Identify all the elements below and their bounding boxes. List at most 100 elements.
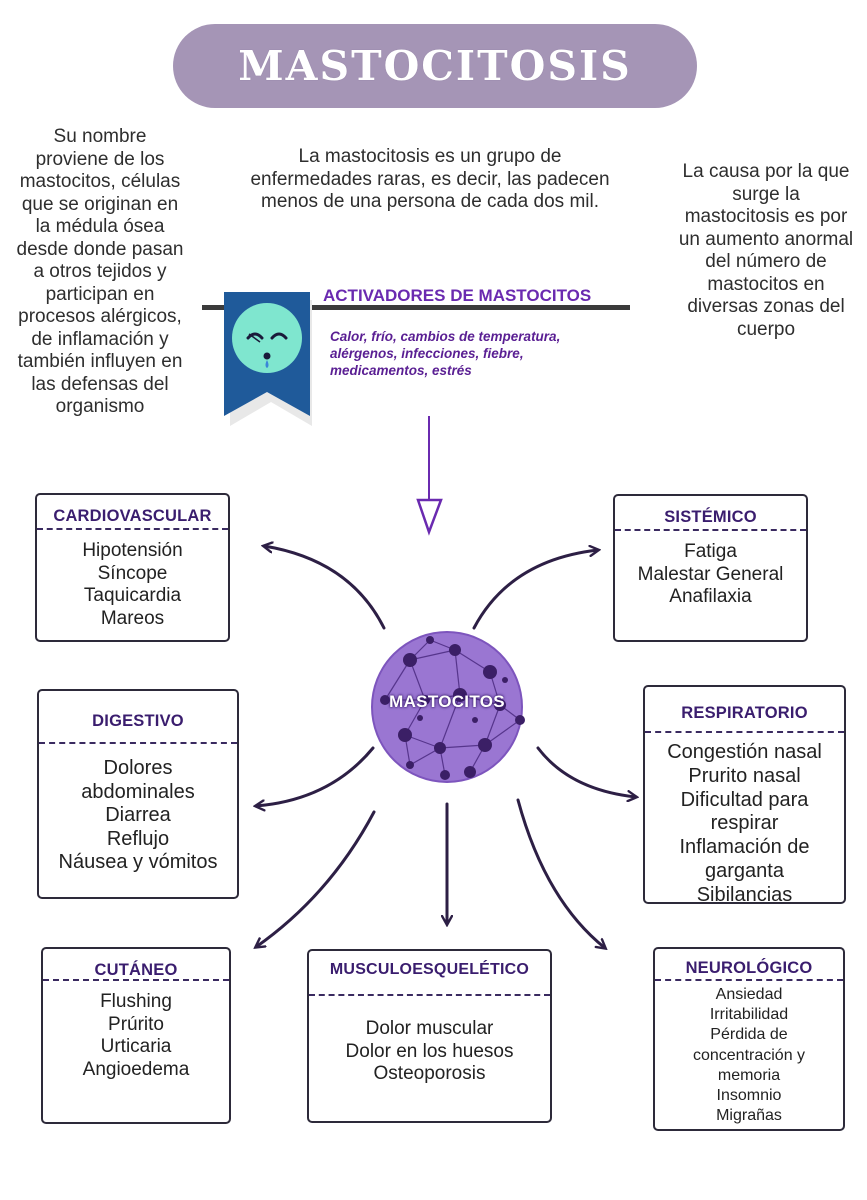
box-item: Prúrito [108, 1013, 164, 1035]
box-title: NEUROLÓGICO [685, 959, 813, 977]
box-item: Mareos [100, 607, 165, 629]
box-item: garganta [705, 859, 784, 882]
box-title: CUTÁNEO [94, 961, 178, 979]
intro-right-text: La causa por la que surge la mastocitosi… [663, 161, 867, 341]
intro-right-line: La causa por la que [682, 161, 850, 182]
box-separator [43, 979, 229, 981]
box-item: Diarrea [105, 804, 171, 826]
intro-center-line: enfermedades raras, es decir, las padece… [250, 168, 610, 190]
intro-left-line: mastocitos, células [19, 171, 181, 192]
arrow-digestivo [256, 746, 375, 806]
box-item: Pérdida de [710, 1026, 788, 1044]
box-sistemico: SISTÉMICO Fatiga Malestar General Anafil… [613, 494, 808, 642]
intro-left-line: organismo [55, 396, 145, 417]
box-item: Irritabilidad [709, 1006, 789, 1024]
box-items: Ansiedad Irritabilidad Pérdida de concen… [655, 985, 843, 1126]
box-separator [655, 979, 843, 981]
box-item: Taquicardia [83, 585, 182, 606]
intro-left-line: que se originan en [21, 193, 179, 215]
intro-center-text: La mastocitosis es un grupo de enfermeda… [222, 146, 638, 214]
box-items: Hipotensión Síncope Taquicardia Mareos [37, 540, 228, 630]
intro-left-line: desde donde pasan [16, 238, 184, 260]
box-item: Malestar General [637, 563, 784, 585]
box-items: Dolores abdominales Diarrea Reflujo Náus… [39, 757, 237, 875]
box-item: Urticaria [100, 1036, 172, 1057]
activators-arrow-head [416, 498, 443, 536]
network-cell-icon [371, 631, 525, 783]
sad-face-ribbon-icon [224, 292, 312, 426]
intro-center-line: La mastocitosis es un grupo de [298, 146, 562, 167]
box-item: Inflamación de [679, 836, 810, 859]
box-item: abdominales [81, 780, 195, 803]
box-item: Dificultad para [680, 788, 809, 811]
box-items: Fatiga Malestar General Anafilaxia [615, 541, 806, 609]
box-title: SISTÉMICO [664, 508, 757, 526]
activators-line: alérgenos, infecciones, fiebre, [330, 346, 524, 361]
page-title: MASTOCITOSIS [238, 42, 632, 90]
box-item: Fatiga [684, 541, 737, 562]
box-item: Hipotensión [82, 540, 183, 561]
box-musculoesqueletico: MUSCULOESQUELÉTICO Dolor muscular Dolor … [307, 949, 552, 1123]
box-cardiovascular: CARDIOVASCULAR Hipotensión Síncope Taqui… [35, 493, 230, 642]
box-item: Dolor en los huesos [345, 1040, 514, 1062]
hub-label: MASTOCITOS [389, 692, 505, 711]
arrow-cutaneo [256, 810, 376, 947]
box-separator [615, 529, 806, 531]
box-title: CARDIOVASCULAR [53, 507, 212, 525]
box-title: DIGESTIVO [92, 712, 184, 730]
activators-line: medicamentos, estrés [330, 363, 472, 378]
box-item: Osteoporosis [373, 1063, 486, 1084]
intro-left-line: procesos alérgicos, [18, 306, 182, 327]
section-divider [202, 305, 630, 310]
box-item: Sibilancias [696, 883, 793, 906]
intro-left-line: participan en [45, 283, 155, 305]
box-item: Flushing [100, 991, 172, 1012]
activators-line: Calor, frío, cambios de temperatura, [330, 329, 561, 344]
intro-left-line: Su nombre [53, 126, 147, 147]
arrow-respiratorio [536, 746, 636, 797]
box-separator [37, 528, 228, 530]
intro-left-line: también influyen en [17, 351, 183, 372]
intro-right-line: diversas zonas del [687, 296, 845, 317]
box-item: concentración y [692, 1046, 806, 1064]
box-item: memoria [717, 1066, 781, 1084]
arrow-cardiovascular [264, 546, 386, 630]
box-cutaneo: CUTÁNEO Flushing Prúrito Urticaria Angio… [41, 947, 231, 1124]
intro-left-line: la médula ósea [35, 216, 165, 237]
box-separator [39, 742, 237, 744]
intro-left-line: a otros tejidos y [33, 261, 167, 282]
box-separator [309, 994, 550, 996]
intro-right-line: un aumento anormal [678, 228, 854, 250]
intro-right-line: mastocitosis es por [684, 206, 848, 227]
intro-left-line: proviene de los [35, 148, 165, 170]
intro-center-line: menos de una persona de cada dos mil. [261, 191, 599, 212]
box-item: Ansiedad [715, 986, 783, 1003]
intro-left-text: Su nombre proviene de los mastocitos, cé… [0, 126, 200, 419]
box-respiratorio: RESPIRATORIO Congestión nasal Prurito na… [643, 685, 846, 906]
box-item: Náusea y vómitos [58, 851, 218, 873]
arrow-sistemico [472, 550, 598, 630]
intro-right-line: cuerpo [736, 318, 796, 340]
intro-left-line: de inflamación y [31, 328, 169, 350]
arrow-neurologico [516, 798, 605, 948]
box-item: Angioedema [82, 1058, 190, 1080]
box-item: Dolor muscular [365, 1018, 494, 1039]
intro-right-line: surge la [732, 183, 800, 205]
box-item: Migrañas [716, 1107, 782, 1125]
box-items: Flushing Prúrito Urticaria Angioedema [43, 991, 229, 1081]
box-item: Prurito nasal [688, 764, 801, 787]
box-neurologico: NEUROLÓGICO Ansiedad Irritabilidad Pérdi… [653, 947, 845, 1131]
box-item: Síncope [97, 562, 168, 584]
box-separator [645, 731, 844, 733]
activators-title: ACTIVADORES DE MASTOCITOS [323, 286, 592, 305]
box-items: Congestión nasal Prurito nasal Dificulta… [645, 741, 844, 908]
box-item: Reflujo [106, 827, 170, 850]
intro-right-line: mastocitos en [707, 273, 825, 295]
activators-list: Calor, frío, cambios de temperatura, alé… [330, 328, 650, 379]
box-item: Congestión nasal [667, 741, 822, 763]
intro-left-line: las defensas del [31, 373, 169, 395]
box-title: RESPIRATORIO [681, 704, 808, 722]
box-title: MUSCULOESQUELÉTICO [329, 961, 530, 978]
box-item: Insomnio [716, 1087, 782, 1105]
